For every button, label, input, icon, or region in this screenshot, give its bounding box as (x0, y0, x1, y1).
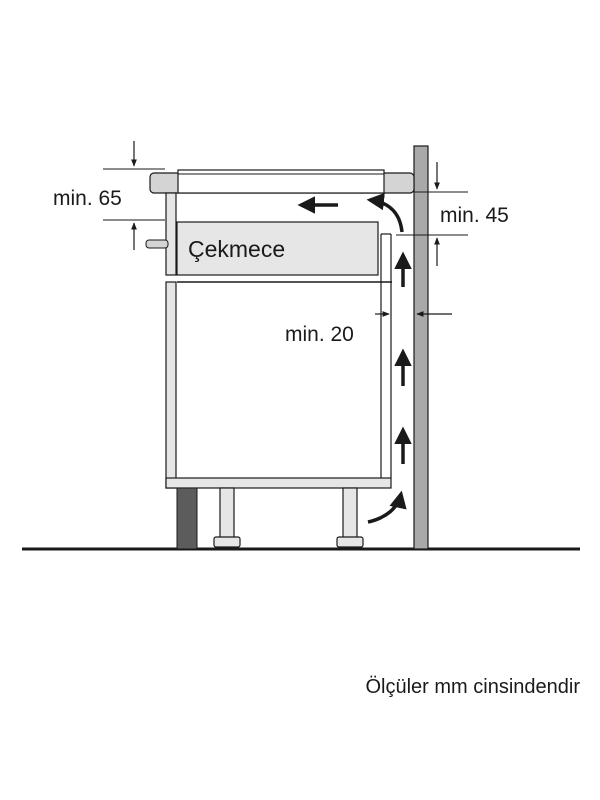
airflow-arrow-curve-bottom (367, 490, 407, 524)
leg-front (219, 487, 235, 539)
leg-front-foot (213, 536, 241, 548)
leg-rear (342, 487, 358, 539)
airflow-arrow-curve-top (366, 192, 404, 233)
wall-gap-top-label: min. 45 (440, 204, 509, 227)
cabinet-left-side (165, 281, 177, 489)
hob-glass (177, 169, 385, 194)
units-caption: Ölçüler mm cinsindendir (365, 676, 580, 698)
wall (413, 145, 429, 550)
drawer-handle (145, 239, 169, 249)
drawer (176, 221, 379, 276)
rear-gap-label: min. 20 (285, 323, 354, 346)
cabinet-top-panel (165, 192, 177, 276)
cabinet-bottom (165, 477, 392, 489)
top-clearance-label: min. 65 (53, 187, 122, 210)
plinth (176, 487, 198, 550)
leg-rear-foot (336, 536, 364, 548)
drawer-label: Çekmece (188, 236, 285, 262)
